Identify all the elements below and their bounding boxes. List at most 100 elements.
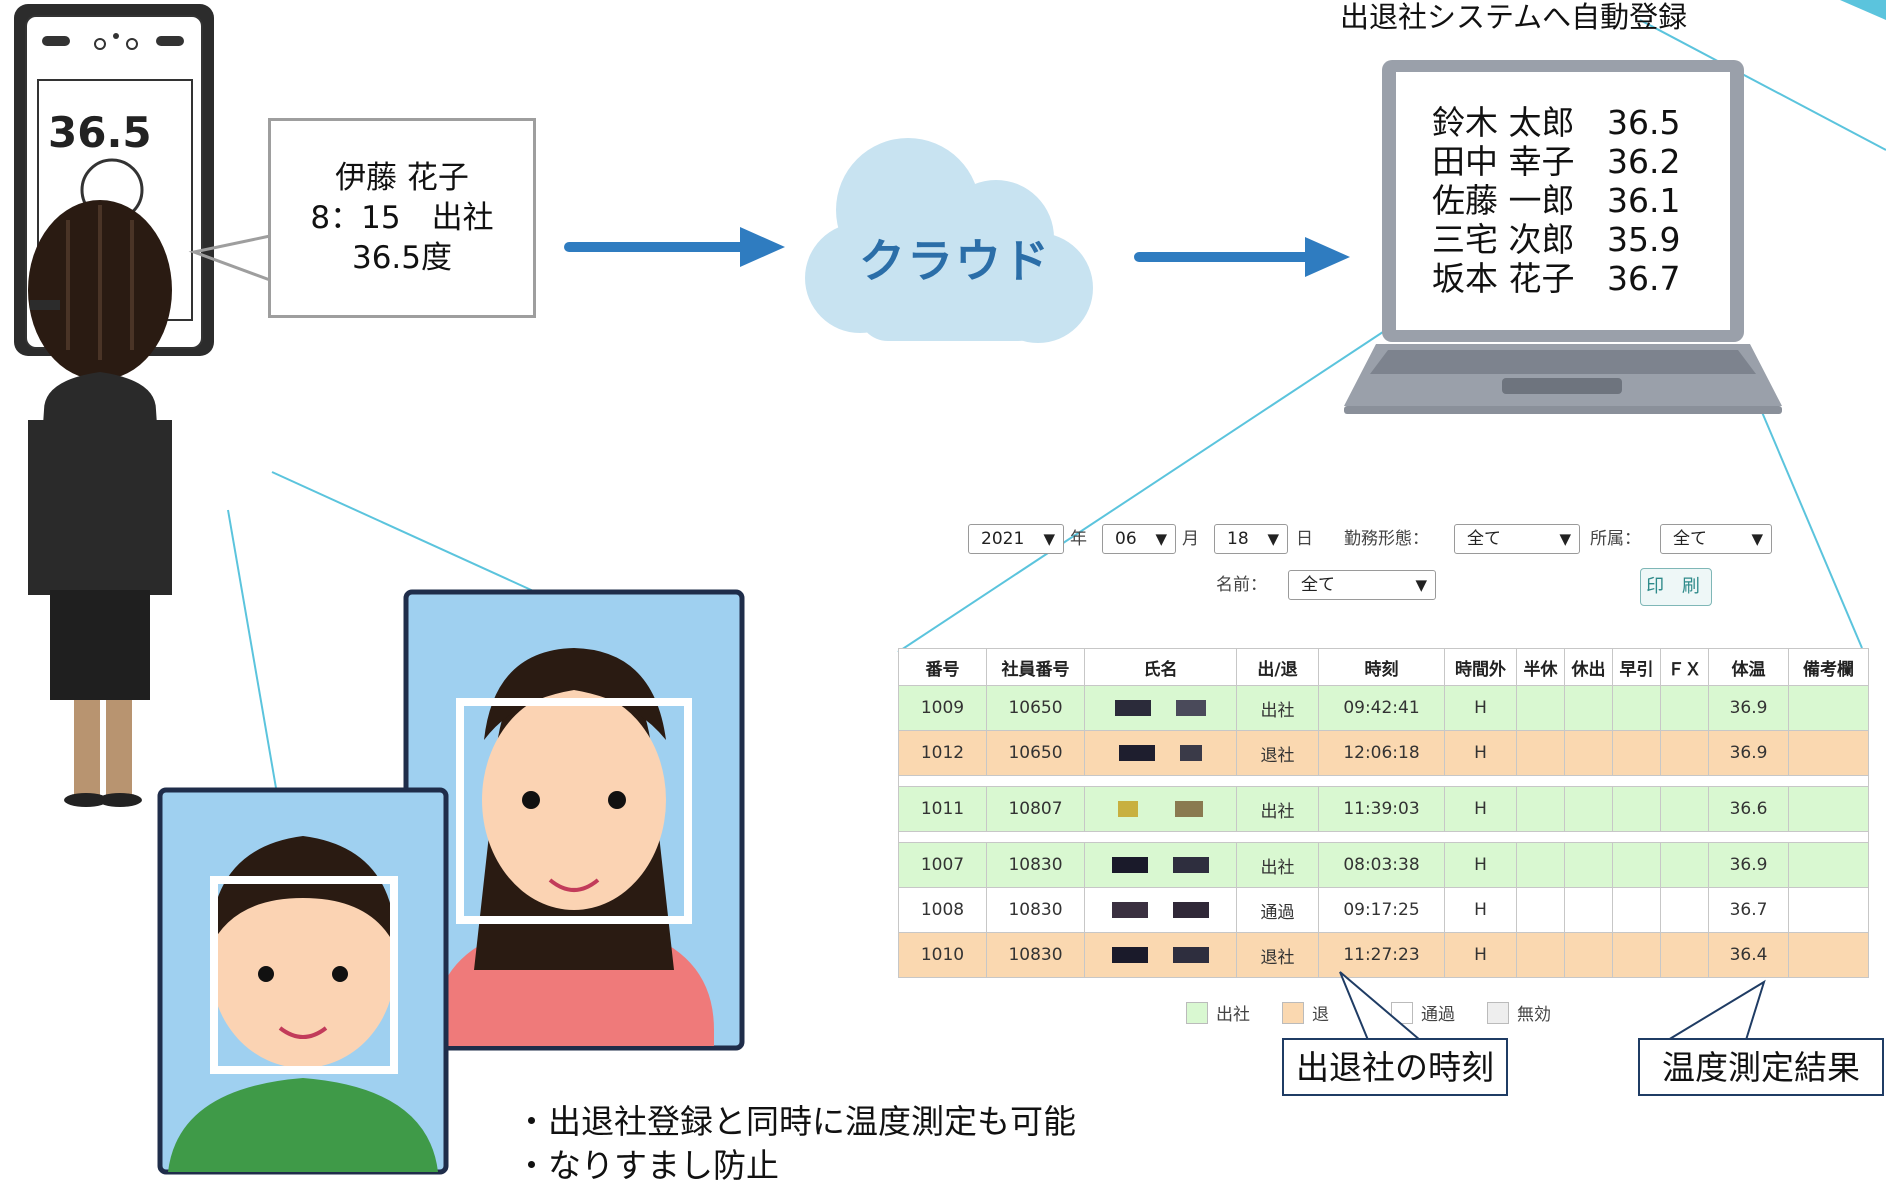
- thermal-device-illustration: [14, 4, 214, 807]
- cell-name-redacted: [1084, 730, 1237, 776]
- screen-row: 田中 幸子 36.2: [1432, 142, 1680, 181]
- cell-type: 出社: [1236, 685, 1319, 731]
- col-header: 早引: [1612, 648, 1661, 686]
- screen-temp: 36.2: [1607, 142, 1681, 181]
- year-unit: 年: [1070, 529, 1087, 549]
- table-legend: 出社 退 通過 無効: [1186, 1000, 1583, 1025]
- legend-swatch: [1487, 1001, 1509, 1024]
- screen-temp: 36.7: [1607, 259, 1681, 298]
- table-row[interactable]: 1010 10830 退社 11:27:23 H 36.4: [898, 932, 1869, 978]
- legend-item: 退: [1282, 1000, 1329, 1025]
- legend-swatch: [1186, 1001, 1208, 1024]
- work-type-select[interactable]: 全て ▼: [1454, 524, 1580, 554]
- dept-label: 所属：: [1590, 529, 1641, 549]
- day-unit: 日: [1296, 529, 1313, 549]
- chevron-down-icon: ▼: [1155, 530, 1167, 548]
- cell-temp: 36.9: [1708, 842, 1789, 888]
- device-temperature-display: 36.5: [48, 108, 152, 157]
- cell-name-redacted: [1084, 786, 1237, 832]
- cell-emp: 10830: [986, 842, 1085, 888]
- screen-temp: 36.1: [1607, 181, 1681, 220]
- name-filter-label: 名前：: [1216, 575, 1267, 595]
- day-value: 18: [1227, 529, 1249, 549]
- legend-item: 無効: [1487, 1000, 1551, 1025]
- month-unit: 月: [1182, 529, 1199, 549]
- screen-temp: 35.9: [1607, 220, 1681, 259]
- cell-no: 1007: [898, 842, 987, 888]
- screen-temp: 36.5: [1607, 103, 1681, 142]
- col-header: 半休: [1516, 648, 1565, 686]
- cell-time: 09:17:25: [1318, 887, 1445, 933]
- work-type-value: 全て: [1467, 529, 1501, 549]
- cell-type: 出社: [1236, 786, 1319, 832]
- laptop-illustration: [1344, 60, 1782, 414]
- month-select[interactable]: 06 ▼: [1102, 524, 1176, 554]
- cell-ot: H: [1444, 842, 1517, 888]
- cell-emp: 10830: [986, 932, 1085, 978]
- cell-emp: 10650: [986, 730, 1085, 776]
- table-row[interactable]: 1007 10830 出社 08:03:38 H 36.9: [898, 842, 1869, 888]
- screen-name: 佐藤 一郎: [1432, 181, 1575, 220]
- chevron-down-icon: ▼: [1043, 530, 1055, 548]
- cell-temp: 36.4: [1708, 932, 1789, 978]
- name-value: 全て: [1301, 575, 1335, 595]
- col-header: ＦＸ: [1660, 648, 1709, 686]
- screen-row: 佐藤 一郎 36.1: [1432, 181, 1680, 220]
- screen-name: 坂本 花子: [1432, 259, 1575, 298]
- screen-row: 三宅 次郎 35.9: [1432, 220, 1680, 259]
- col-header: 体温: [1708, 648, 1789, 686]
- legend-swatch: [1282, 1001, 1304, 1024]
- cell-name-redacted: [1084, 685, 1237, 731]
- cell-time: 12:06:18: [1318, 730, 1445, 776]
- screen-name: 田中 幸子: [1432, 142, 1575, 181]
- recognition-callout: 伊藤 花子 8：15 出社 36.5度: [268, 118, 536, 318]
- table-row[interactable]: 1011 10807 出社 11:39:03 H 36.6: [898, 786, 1869, 832]
- cell-temp: 36.9: [1708, 730, 1789, 776]
- callout-time: 8：15 出社: [310, 200, 494, 236]
- dept-select[interactable]: 全て▼: [1660, 524, 1772, 554]
- cell-emp: 10807: [986, 786, 1085, 832]
- year-select[interactable]: 2021▼: [968, 524, 1064, 554]
- screen-name: 三宅 次郎: [1432, 220, 1575, 259]
- day-select[interactable]: 18▼: [1214, 524, 1288, 554]
- legend-swatch: [1391, 1001, 1413, 1024]
- bullet-item: ・なりすまし防止: [515, 1146, 779, 1185]
- cell-name-redacted: [1084, 887, 1237, 933]
- woman-face-photo: [403, 589, 745, 1051]
- screen-row: 坂本 花子 36.7: [1432, 259, 1680, 298]
- col-header: 時間外: [1444, 648, 1517, 686]
- table-row[interactable]: 1012 10650 退社 12:06:18 H 36.9: [898, 730, 1869, 776]
- table-row[interactable]: 1009 10650 出社 09:42:41 H 36.9: [898, 685, 1869, 731]
- cell-time: 11:39:03: [1318, 786, 1445, 832]
- cell-ot: H: [1444, 786, 1517, 832]
- attendance-table: 番号 社員番号 氏名 出/退 時刻 時間外 半休 休出 早引 ＦＸ 体温 備考欄…: [898, 648, 1869, 978]
- cell-no: 1011: [898, 786, 987, 832]
- screen-name: 鈴木 太郎: [1432, 103, 1575, 142]
- cell-type: 退社: [1236, 730, 1319, 776]
- chevron-down-icon: ▼: [1559, 530, 1571, 548]
- print-button[interactable]: 印 刷: [1640, 568, 1712, 606]
- cell-name-redacted: [1084, 842, 1237, 888]
- bullet-item: ・出退社登録と同時に温度測定も可能: [515, 1102, 1076, 1141]
- legend-label: 無効: [1517, 1005, 1551, 1025]
- cell-emp: 10830: [986, 887, 1085, 933]
- col-header: 氏名: [1084, 648, 1237, 686]
- feature-bullets: ・出退社登録と同時に温度測定も可能 ・なりすまし防止: [515, 1100, 1076, 1188]
- callout-temperature: 36.5度: [351, 240, 453, 276]
- name-select[interactable]: 全て ▼: [1288, 570, 1436, 600]
- table-row[interactable]: 1008 10830 通過 09:17:25 H 36.7: [898, 887, 1869, 933]
- col-header: 社員番号: [986, 648, 1085, 686]
- chevron-down-icon: ▼: [1415, 576, 1427, 594]
- col-header: 休出: [1564, 648, 1613, 686]
- cell-no: 1008: [898, 887, 987, 933]
- time-callout: 出退社の時刻: [1282, 1038, 1508, 1096]
- month-value: 06: [1115, 529, 1137, 549]
- dept-value: 全て: [1673, 529, 1707, 549]
- legend-item: 通過: [1391, 1000, 1455, 1025]
- cell-ot: H: [1444, 730, 1517, 776]
- callout-pointers: [1339, 971, 1766, 1041]
- col-header: 時刻: [1318, 648, 1445, 686]
- cloud-label: クラウド: [859, 234, 1051, 288]
